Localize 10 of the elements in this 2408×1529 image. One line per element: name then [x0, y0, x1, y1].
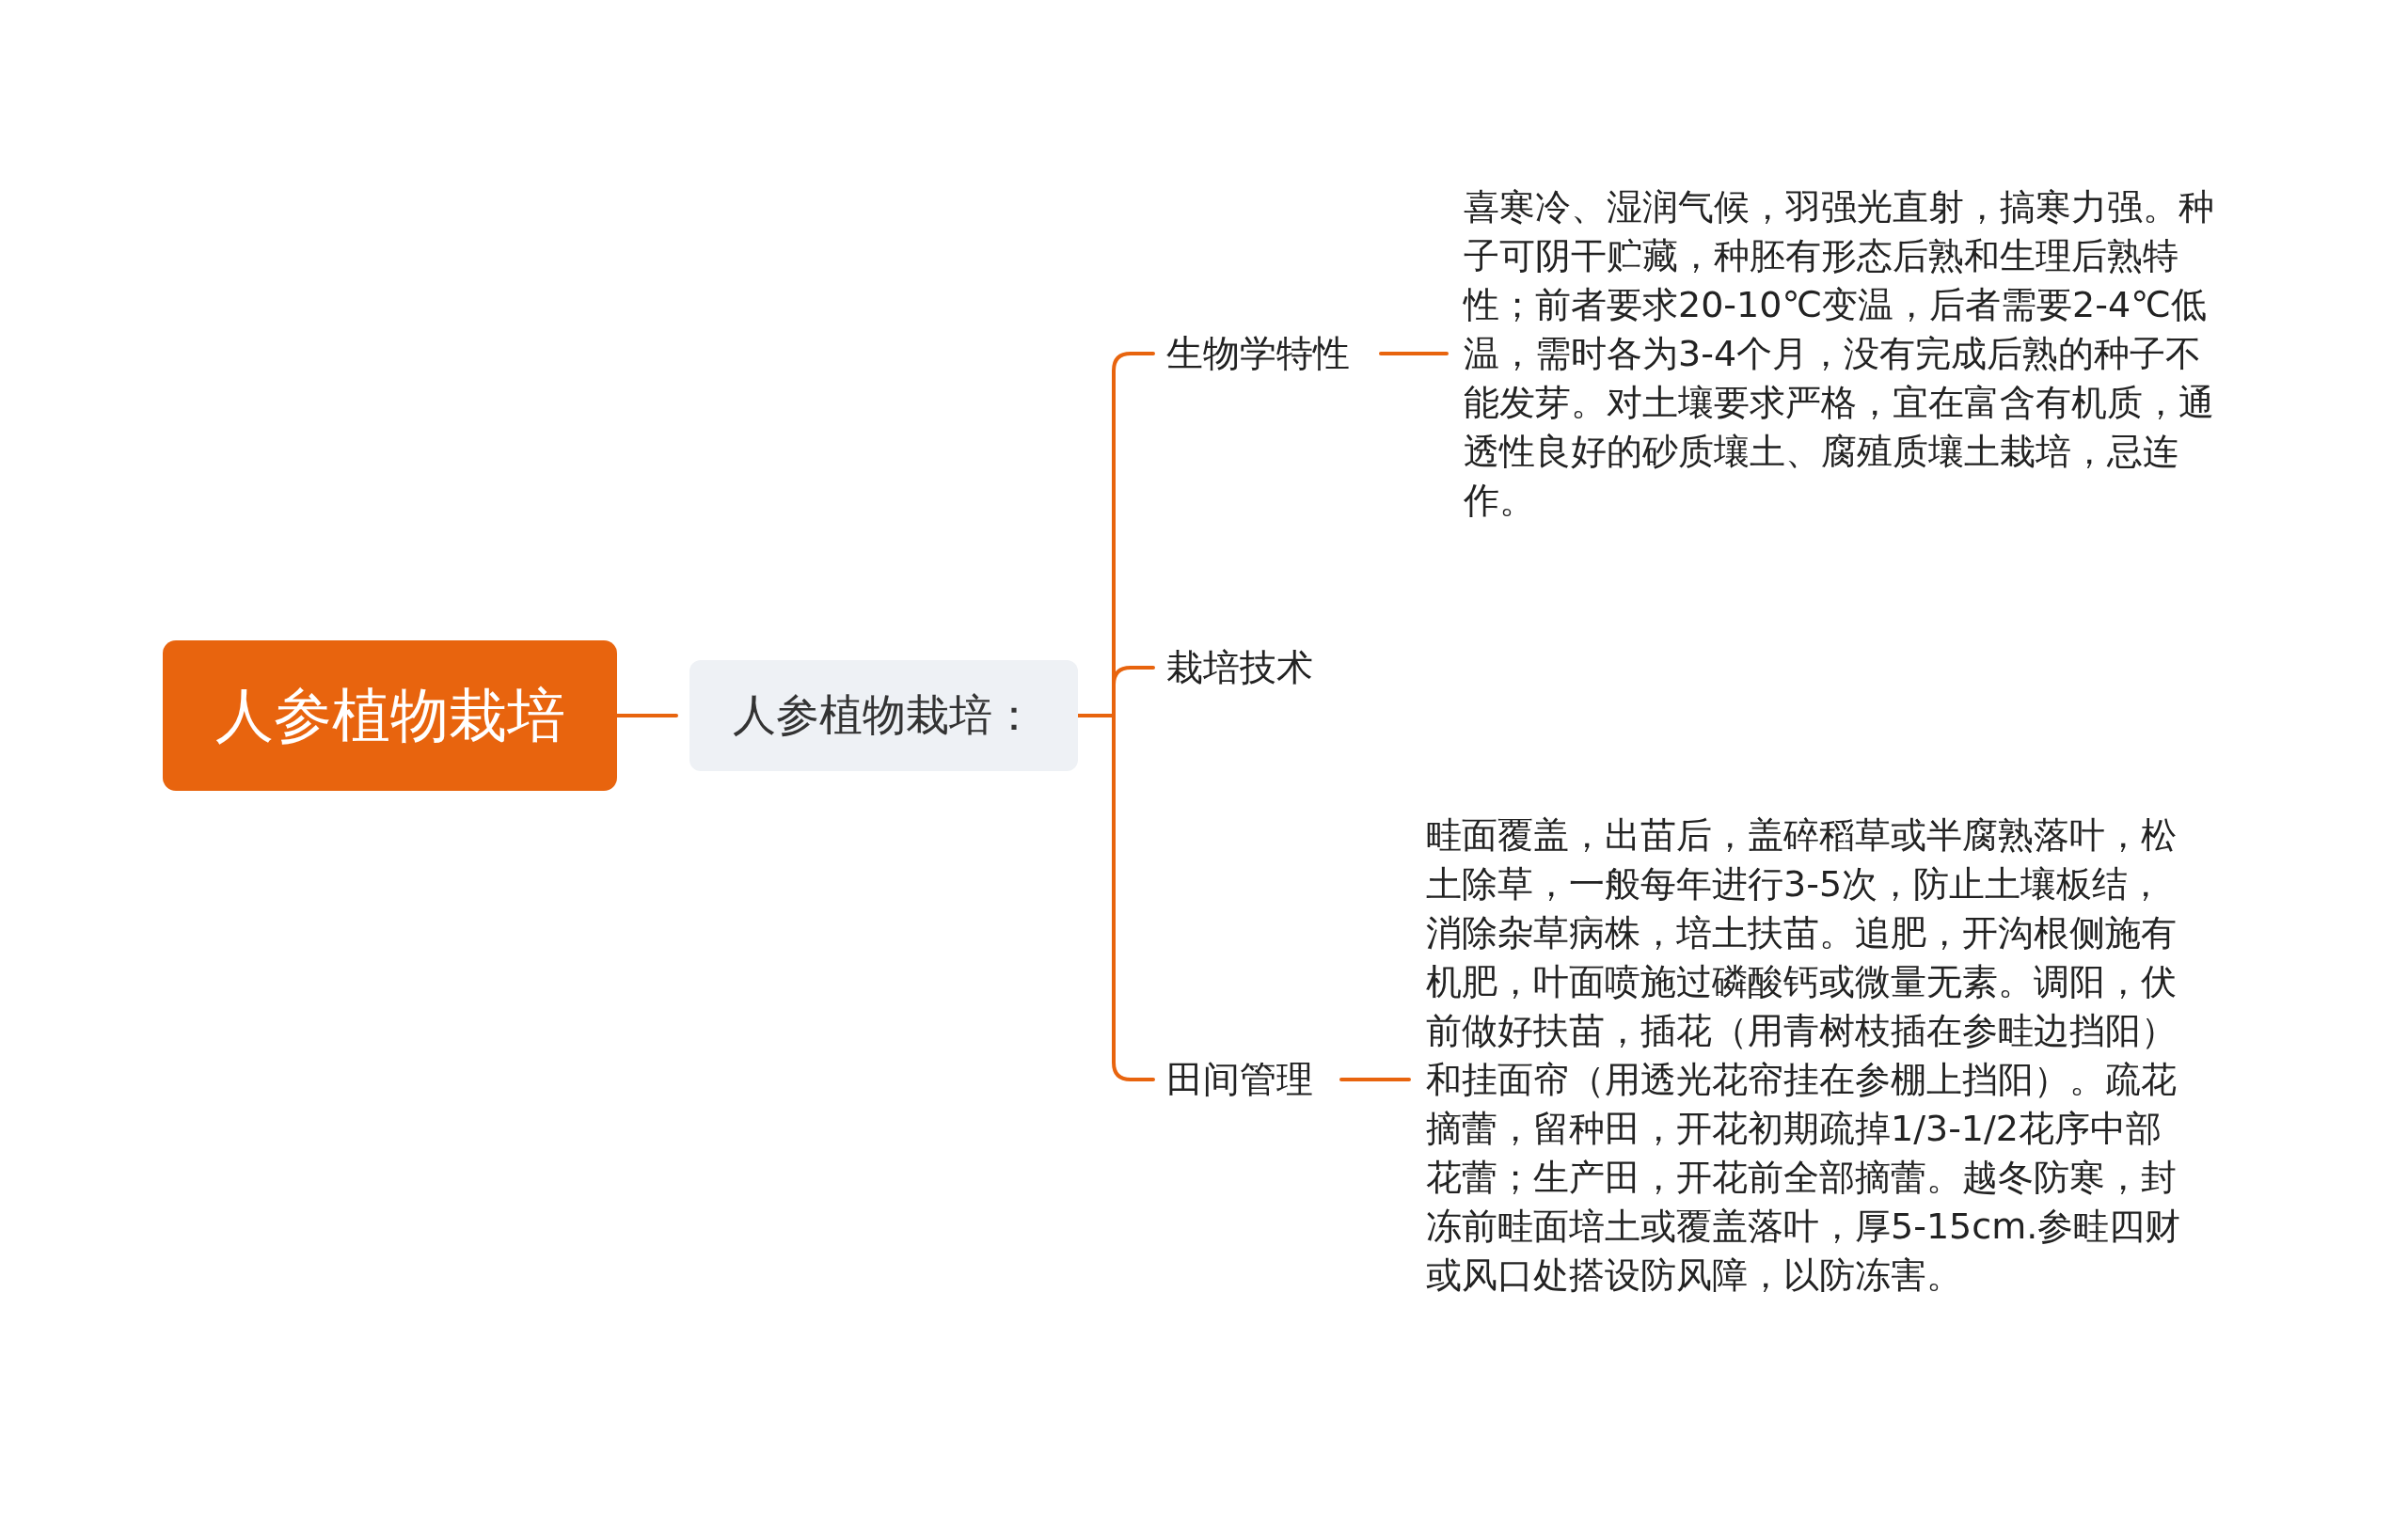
- root-topic: 人参植物栽培: [163, 640, 617, 791]
- subtopic-label: 生物学特性: [1166, 329, 1366, 378]
- connector-line: [615, 714, 678, 717]
- connector-line: [1339, 1078, 1411, 1081]
- detail-text: 喜寒冷、湿润气候，羽强光直射，搞寒力强。种子可阴干贮藏，种胚有形态后熟和生理后熟特性；前者要求20-10℃变温，后者需要2-4℃低温，需时各为3-4个月，没有完成后熟的种子不能发芽。对土壤要求严格，宜在富含有机质，通透性良好的砂质壤土、腐殖质壤土栽培，忌连作。: [1464, 182, 2235, 525]
- subtopic-label: 田间管理: [1166, 1055, 1326, 1104]
- subtopic-label: 栽培技术: [1166, 643, 1326, 692]
- main-topic: 人参植物栽培：: [689, 660, 1078, 771]
- detail-text: 畦面覆盖，出苗后，盖碎稻草或半腐熟落叶，松土除草，一般每年进行3-5次，防止土壤板结，消除杂草病株，培土扶苗。追肥，开沟根侧施有机肥，叶面喷施过磷酸钙或微量无素。调阳，伏前做好扶苗，插花（用青树枝插在参畦边挡阳）和挂面帘（用透光花帘挂在参棚上挡阳）。疏花摘蕾，留种田，开花初期疏掉1/3-1/2花序中部花蕾；生产田，开花前全部摘蕾。越冬防寒，封冻前畦面培土或覆盖落叶，厚5-15cm.参畦四财或风口处搭设防风障，以防冻害。: [1426, 811, 2197, 1348]
- connector-line: [1379, 352, 1449, 355]
